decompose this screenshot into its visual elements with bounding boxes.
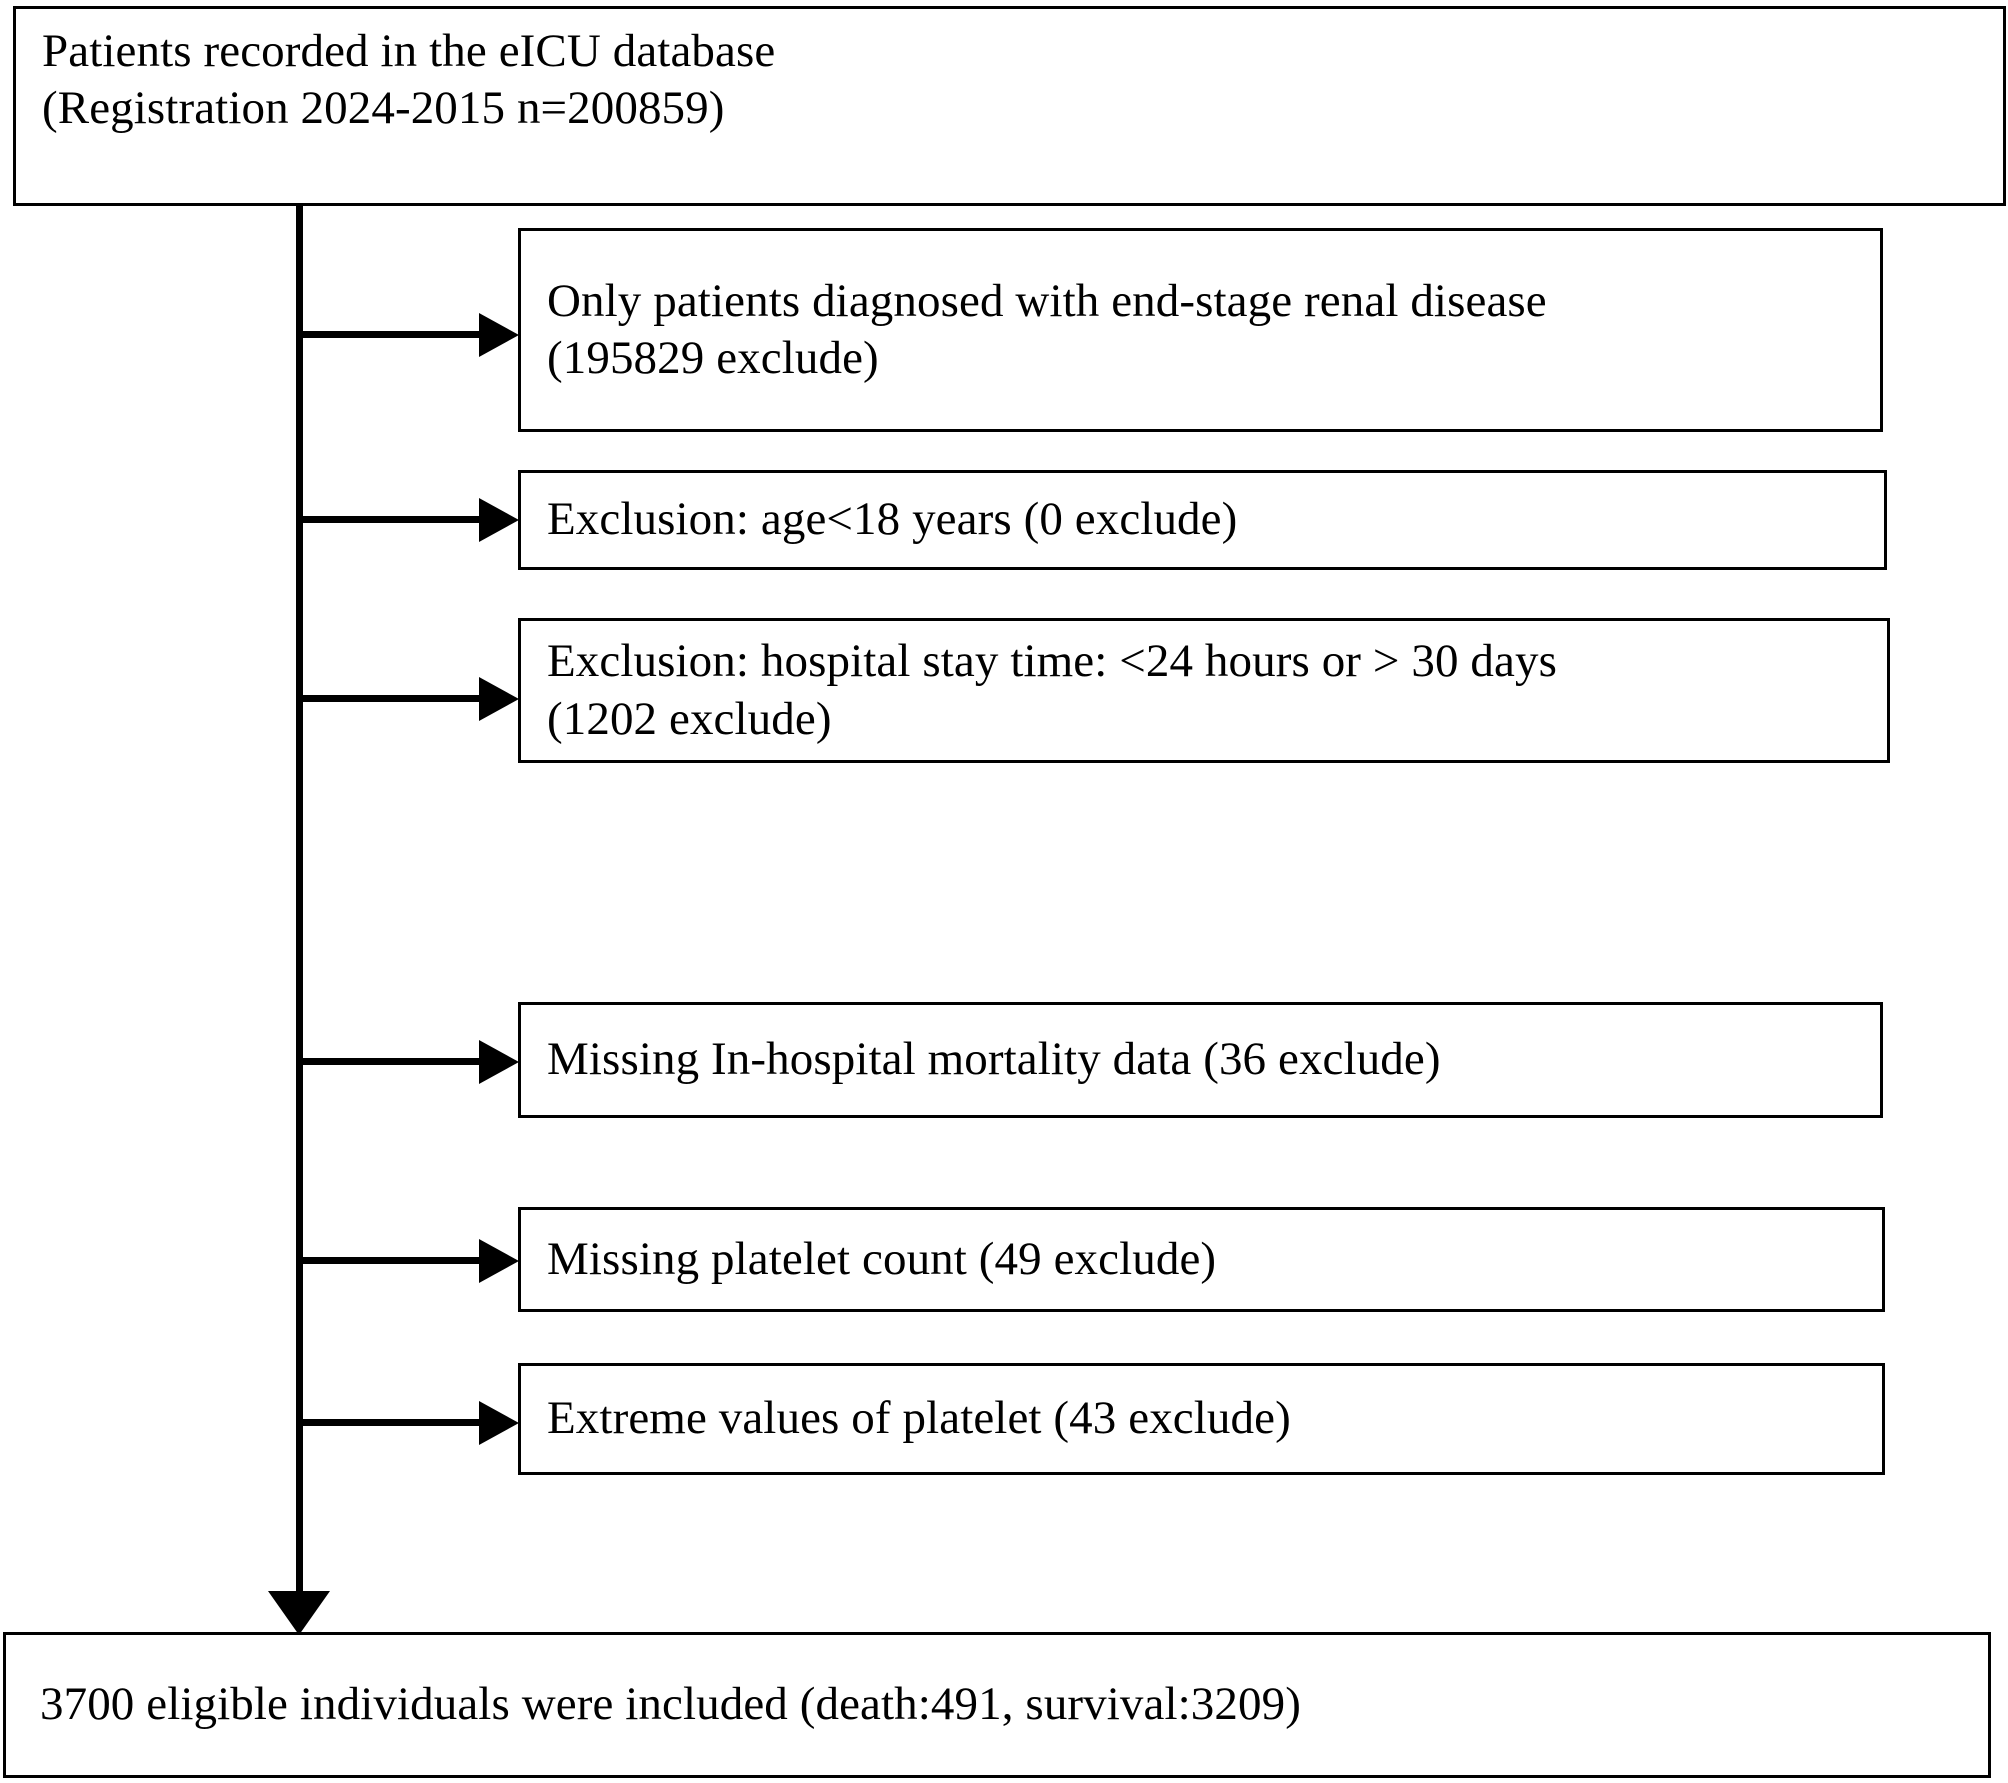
source-population-box: Patients recorded in the eICU database (… (13, 6, 2006, 206)
exclusion-box-platelet-extreme: Extreme values of platelet (43 exclude) (518, 1363, 1885, 1475)
exclusion-text-esrd: Only patients diagnosed with end-stage r… (547, 274, 1547, 384)
branch-connector-4 (299, 1058, 479, 1065)
source-population-text: Patients recorded in the eICU database (… (42, 25, 776, 135)
right-arrow-icon-5 (479, 1239, 519, 1283)
right-arrow-icon-2 (479, 498, 519, 542)
right-arrow-icon-4 (479, 1040, 519, 1084)
exclusion-text-platelet-extreme: Extreme values of platelet (43 exclude) (547, 1392, 1291, 1445)
branch-connector-2 (299, 516, 479, 523)
right-arrow-icon-3 (479, 677, 519, 721)
exclusion-text-platelet-missing: Missing platelet count (49 exclude) (547, 1232, 1217, 1285)
right-arrow-icon-1 (479, 313, 519, 357)
exclusion-box-esrd: Only patients diagnosed with end-stage r… (518, 228, 1883, 432)
exclusion-text-mortality: Missing In-hospital mortality data (36 e… (547, 1033, 1441, 1086)
final-cohort-box: 3700 eligible individuals were included … (3, 1632, 1991, 1778)
right-arrow-icon-6 (479, 1401, 519, 1445)
exclusion-text-age: Exclusion: age<18 years (0 exclude) (547, 493, 1238, 546)
exclusion-box-platelet-missing: Missing platelet count (49 exclude) (518, 1207, 1885, 1312)
final-cohort-text: 3700 eligible individuals were included … (40, 1678, 1301, 1731)
exclusion-box-mortality: Missing In-hospital mortality data (36 e… (518, 1002, 1883, 1118)
down-arrow-icon (268, 1591, 330, 1635)
exclusion-text-stay: Exclusion: hospital stay time: <24 hours… (547, 635, 1557, 745)
branch-connector-1 (299, 331, 479, 338)
branch-connector-5 (299, 1257, 479, 1264)
exclusion-box-age: Exclusion: age<18 years (0 exclude) (518, 470, 1887, 570)
branch-connector-6 (299, 1419, 479, 1426)
branch-connector-3 (299, 695, 479, 702)
vertical-connector-line (296, 203, 303, 1598)
exclusion-box-stay: Exclusion: hospital stay time: <24 hours… (518, 618, 1890, 763)
